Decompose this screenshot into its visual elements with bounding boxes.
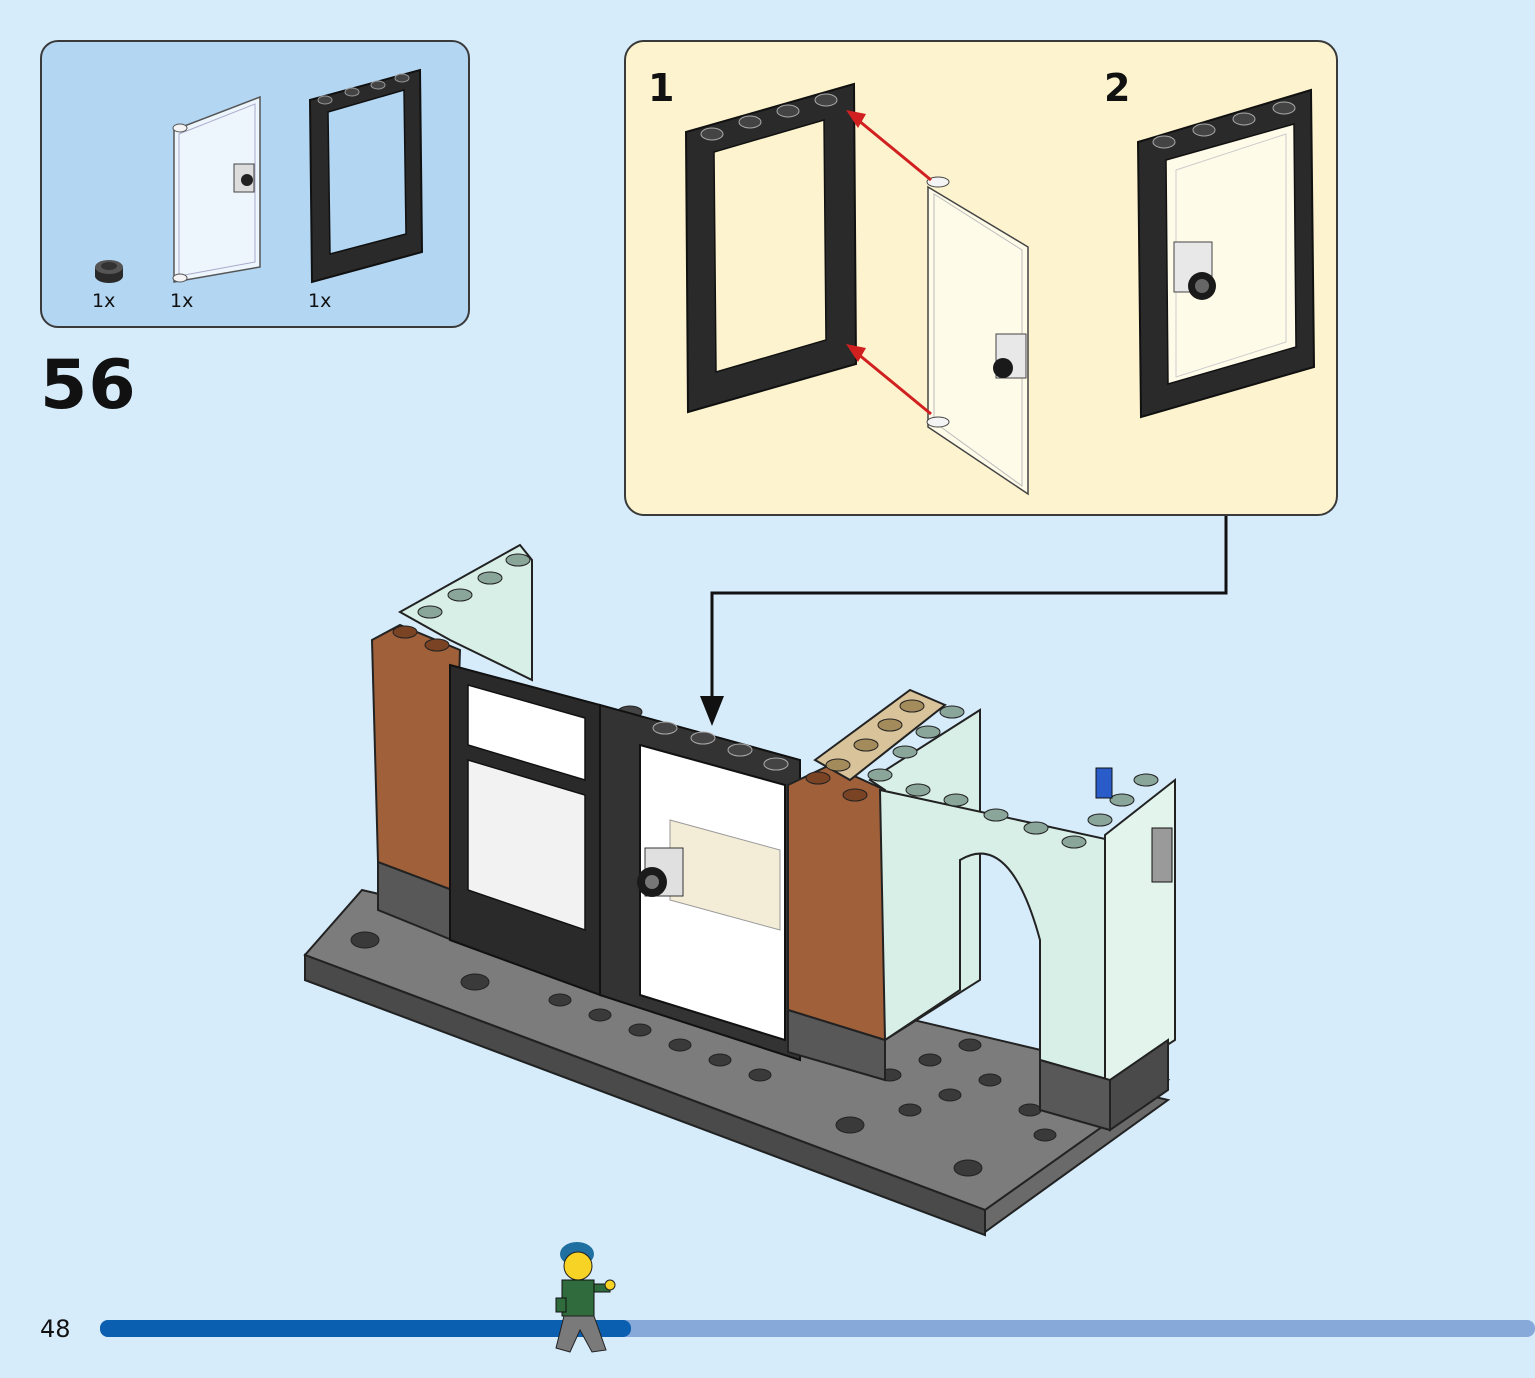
door-panel-icon (172, 95, 261, 283)
substep-number-2: 2 (1104, 66, 1131, 110)
page-number: 48 (40, 1315, 71, 1343)
step-number: 56 (40, 346, 137, 425)
window-assembly (449, 663, 643, 997)
round-plate-icon (95, 260, 123, 283)
part-quantity-door-frame: 1x (308, 290, 332, 312)
substep-number-1: 1 (648, 66, 675, 110)
door-frame-substep-1 (684, 82, 858, 414)
sign-plate (1151, 827, 1173, 883)
brick-column-right (787, 763, 886, 1082)
part-quantity-door-panel: 1x (170, 290, 194, 312)
sand-green-archway (867, 705, 1176, 1132)
baseplate (303, 888, 1171, 1237)
progress-fill (100, 1320, 631, 1337)
door-frame-icon (308, 68, 424, 284)
subassembly-panel: 1 2 (624, 40, 1338, 516)
subassembly-illustration (684, 82, 1316, 496)
assembly-arrow-icon (846, 110, 932, 416)
brick-column-left (370, 623, 462, 942)
arrow-down-icon (700, 696, 724, 726)
part-quantity-round-plate: 1x (92, 290, 116, 312)
blue-accessory (1095, 767, 1113, 799)
sand-green-column-left (397, 543, 533, 682)
minifigure-runner-icon (555, 1242, 616, 1353)
completed-door-substep-2 (1136, 88, 1316, 419)
parts-list-panel: 1x 1x 1x (40, 40, 470, 328)
tan-tile-strip (813, 688, 947, 782)
transparent-door-substep-1 (926, 176, 1029, 496)
baseplate-studs (350, 931, 1057, 1177)
parts-list-illustration (95, 68, 424, 284)
door-assembly (599, 703, 801, 1062)
